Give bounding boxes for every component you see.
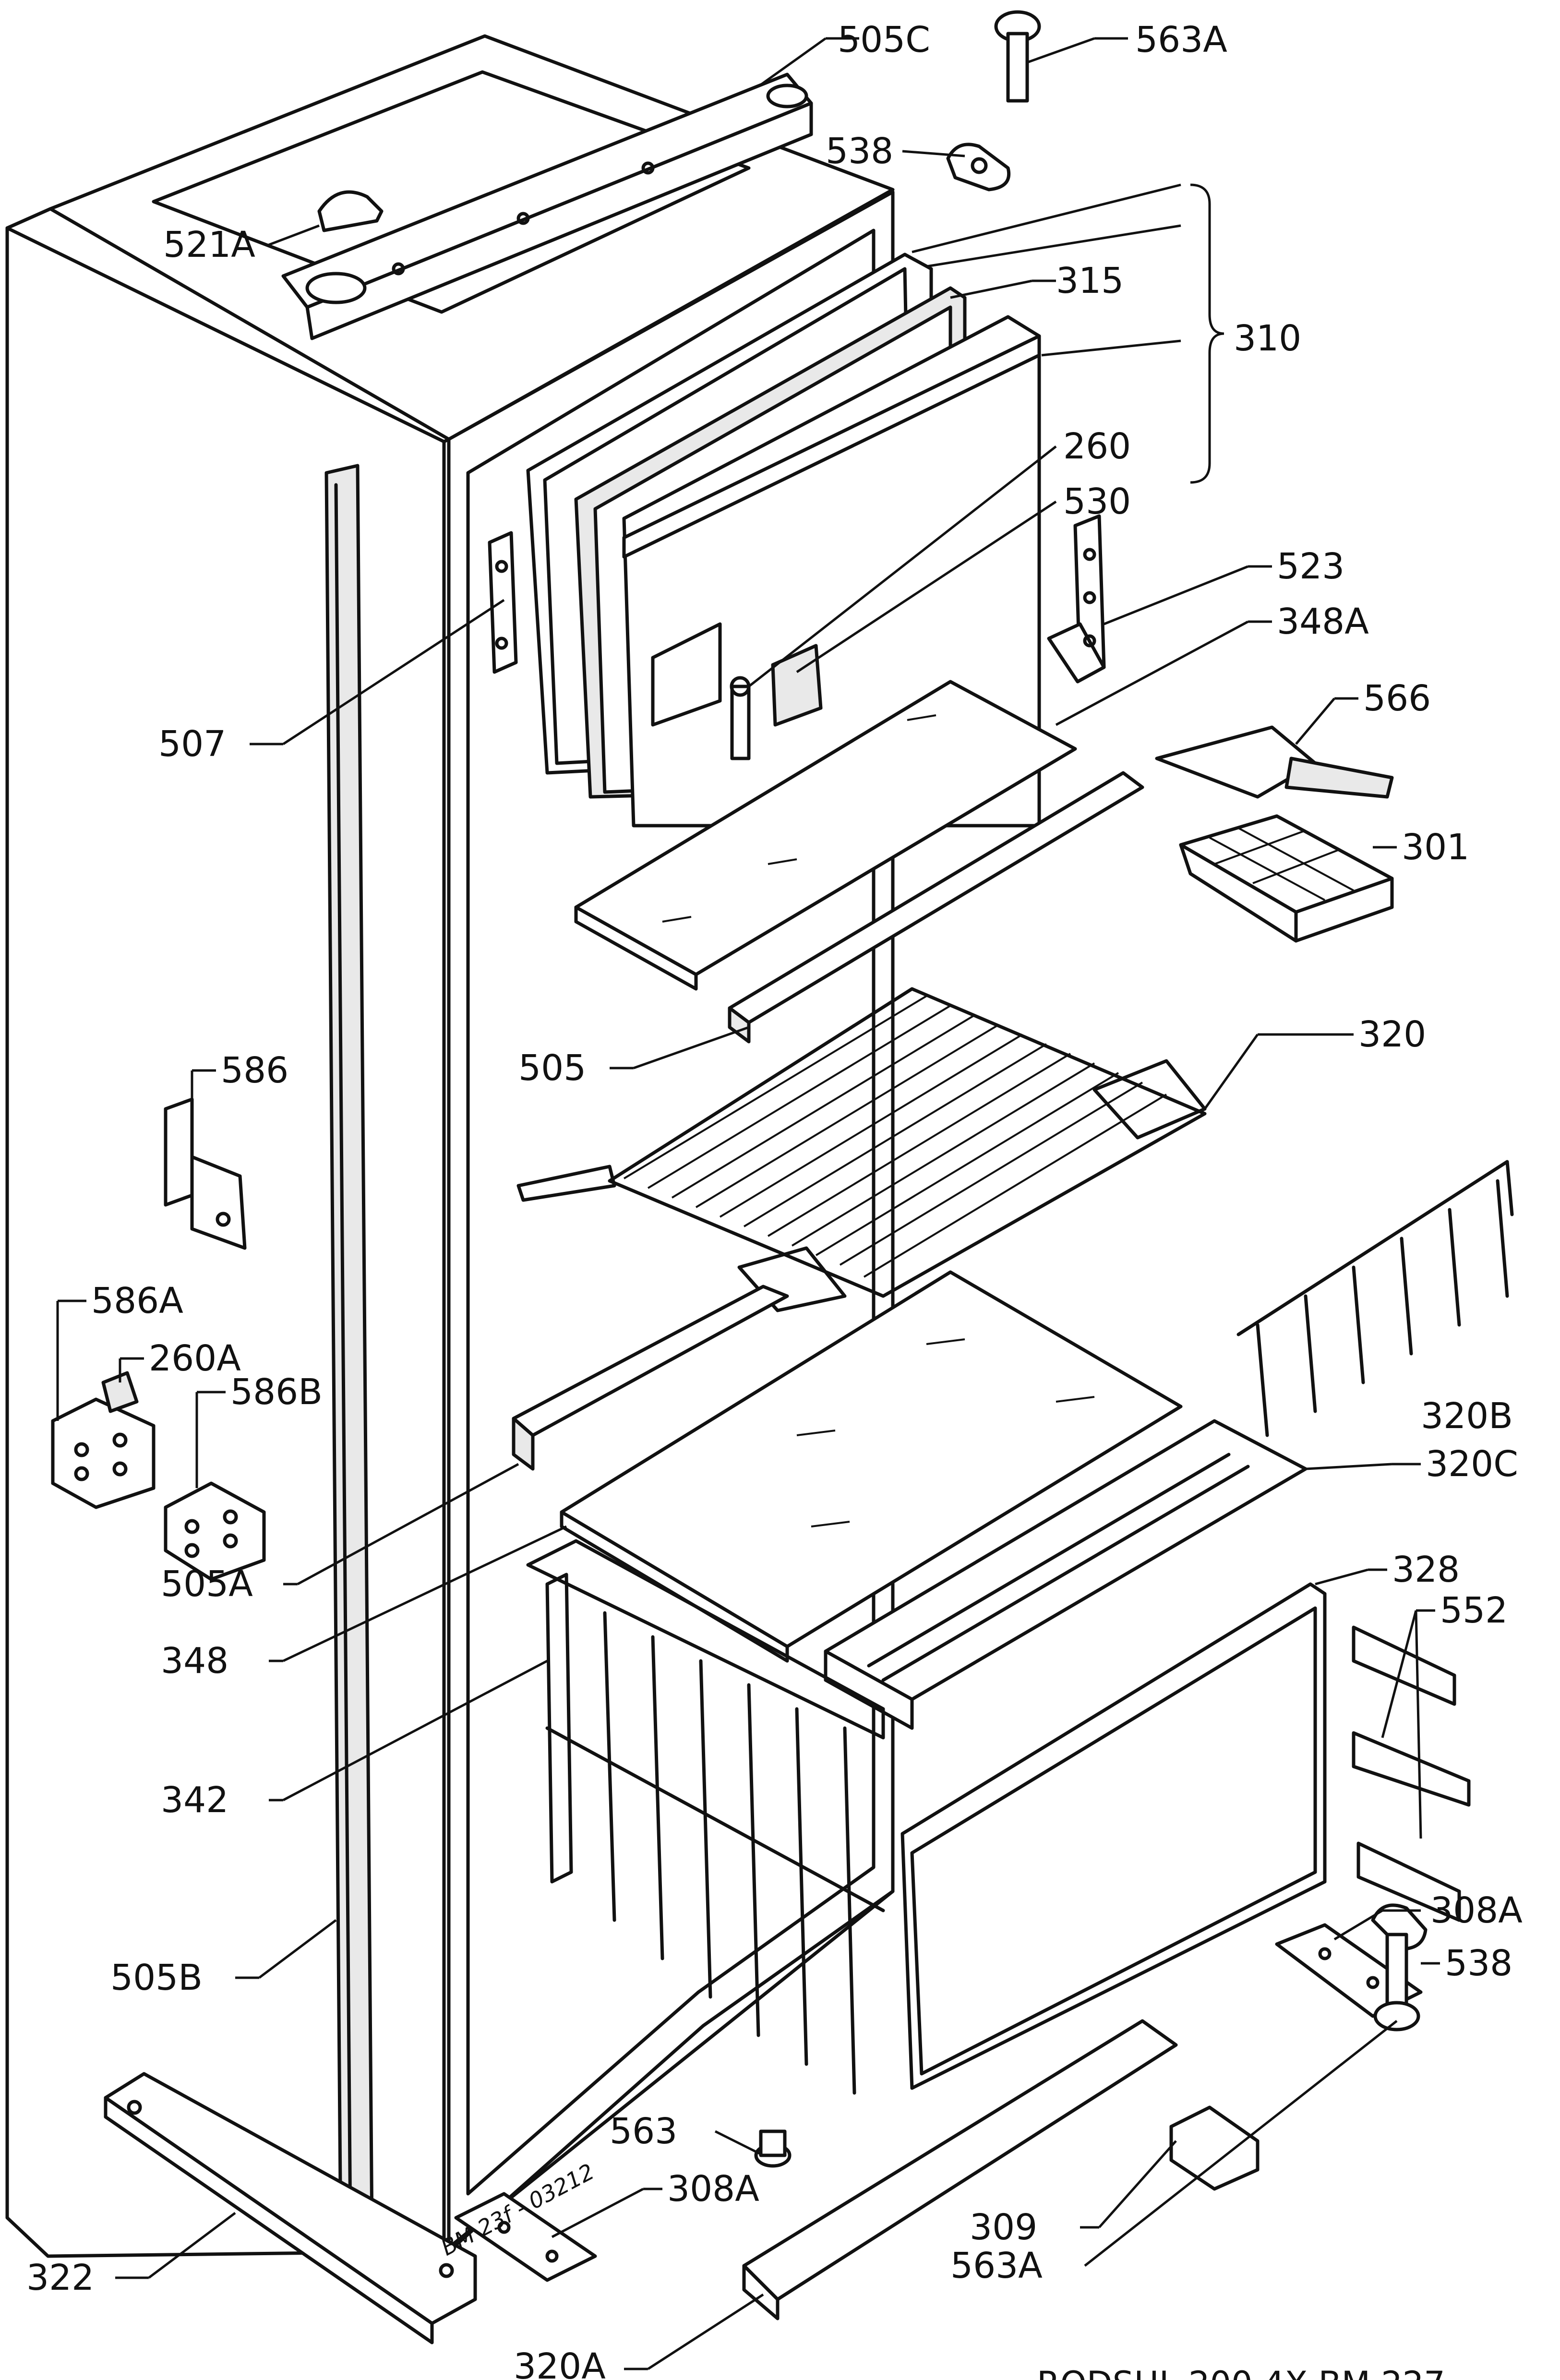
label-563A-top: 563A [1135, 19, 1227, 60]
rail-320A [742, 2019, 1178, 2320]
glass-shelf-348A [574, 680, 1077, 991]
seal-strip-505 [728, 771, 1144, 1044]
hinge-308A-bottom [454, 2192, 597, 2282]
label-320C: 320C [1426, 1443, 1518, 1485]
label-530: 530 [1063, 481, 1131, 522]
bracket-523 [1047, 514, 1106, 684]
label-505B: 505B [110, 1957, 203, 1998]
hinge-586A [51, 1397, 156, 1509]
label-308A-bottom: 308A [667, 2168, 759, 2210]
wire-basket-342 [526, 1539, 885, 2095]
label-505: 505 [518, 1047, 586, 1089]
door-assembly-310 [526, 252, 1041, 828]
label-310: 310 [1234, 318, 1301, 359]
label-348A: 348A [1277, 601, 1369, 642]
nut-538-right [1371, 1903, 1428, 1951]
label-301: 301 [1402, 827, 1469, 868]
label-328: 328 [1392, 1549, 1460, 1590]
label-586B: 586B [230, 1371, 323, 1413]
label-260A: 260A [149, 1338, 241, 1379]
label-320B: 320B [1421, 1395, 1513, 1437]
label-320A: 320A [514, 2346, 606, 2380]
label-348: 348 [161, 1640, 228, 1682]
ice-scraper-icon [1155, 725, 1394, 799]
hinge-bracket-icon [488, 531, 518, 674]
base-plate-322 [104, 2072, 477, 2344]
rails-552 [1352, 1625, 1471, 1922]
label-308A-right: 308A [1430, 1890, 1523, 1931]
hinge-586 [164, 1097, 247, 1250]
label-586A: 586A [91, 1280, 183, 1322]
part-labels: 505C 563A 538 521A 315 310 260 530 523 3… [26, 19, 1523, 2380]
wire-rack-320B [1236, 1160, 1514, 1437]
wire-shelf-320 [516, 987, 1207, 1312]
foot-309 [1169, 2105, 1260, 2191]
label-521A: 521A [163, 224, 255, 265]
cap-521A [317, 190, 384, 232]
vent-slots [867, 1453, 1250, 1682]
label-505C: 505C [838, 19, 930, 60]
top-hinge-bar-505C [281, 72, 813, 340]
drawing-reference: RODSHL 200 4X BM 227 [1037, 2364, 1445, 2380]
label-342: 342 [161, 1779, 228, 1821]
wire-shelf-rods [623, 995, 1167, 1278]
screw-icon [994, 10, 1041, 103]
hinge-308A-right [1275, 1923, 1423, 2018]
drawer-front-328 [900, 1582, 1327, 2090]
label-507: 507 [158, 723, 226, 765]
nut-538-top [946, 143, 1011, 192]
label-505A: 505A [161, 1563, 253, 1605]
label-260: 260 [1063, 426, 1131, 467]
label-523: 523 [1277, 546, 1344, 587]
label-538-top: 538 [826, 131, 893, 172]
label-566: 566 [1363, 678, 1431, 719]
label-563: 563 [610, 2111, 677, 2152]
label-320: 320 [1358, 1014, 1426, 1055]
screw-563A-bottom [1373, 1933, 1420, 2031]
ice-tray-icon [1179, 814, 1394, 943]
nut-563 [754, 2129, 792, 2168]
label-563A-bottom: 563A [950, 2245, 1043, 2286]
leader-lines [56, 37, 1440, 2370]
seal-strip-505A [512, 1285, 789, 1471]
label-586: 586 [221, 1050, 288, 1091]
label-315: 315 [1056, 260, 1124, 301]
label-322: 322 [26, 2257, 94, 2298]
label-309: 309 [970, 2207, 1037, 2248]
hinge-586B [164, 1481, 266, 1581]
vent-grille-320C [824, 1419, 1308, 1730]
label-552: 552 [1440, 1590, 1508, 1631]
label-538-right: 538 [1445, 1943, 1512, 1984]
